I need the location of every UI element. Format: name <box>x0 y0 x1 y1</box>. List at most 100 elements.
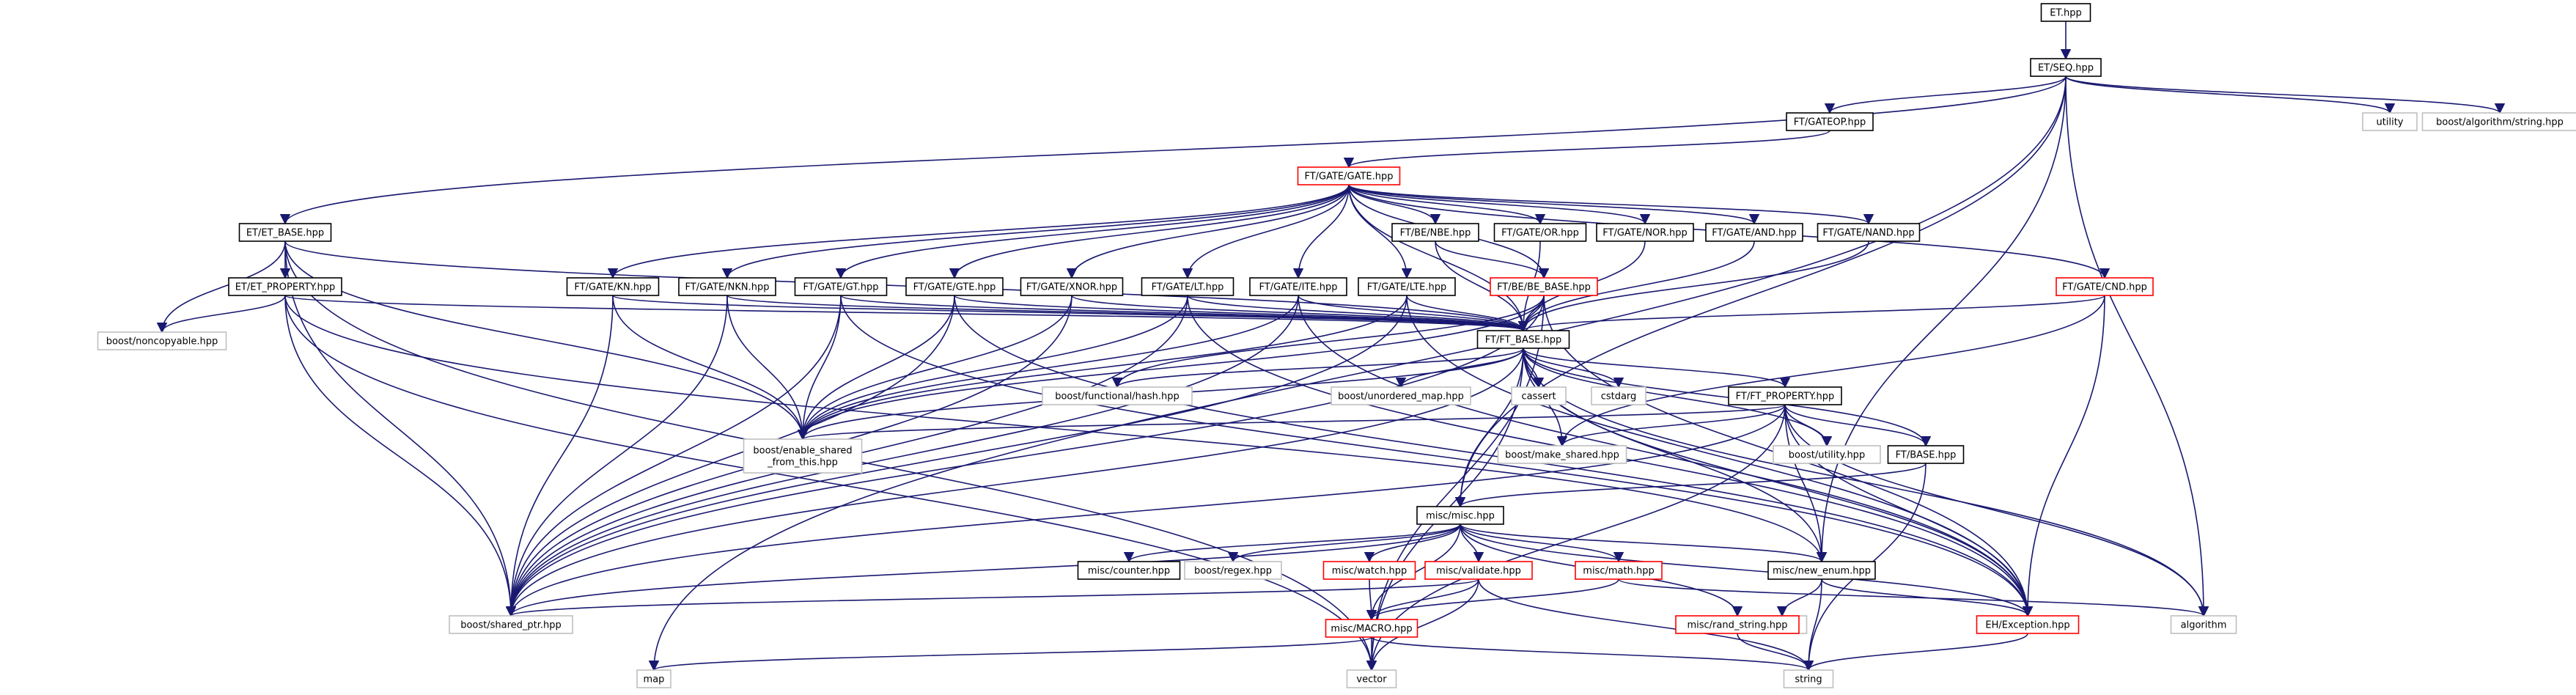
node-gate[interactable]: FT/GATE/GATE.hpp <box>1297 166 1401 185</box>
edge-seq-to-new_enum <box>1816 76 2067 563</box>
node-lte[interactable]: FT/GATE/LTE.hpp <box>1358 277 1456 296</box>
edge-ft_base-to-ft_prop <box>1523 348 1791 389</box>
node-xnor[interactable]: FT/GATE/XNOR.hpp <box>1020 277 1124 296</box>
node-cstdarg: cstdarg <box>1591 386 1646 405</box>
node-or[interactable]: FT/GATE/OR.hpp <box>1493 223 1587 242</box>
node-label: EH/Exception.hpp <box>1985 620 2069 631</box>
node-label: FT/GATE/GT.hpp <box>803 282 879 293</box>
node-map: map <box>636 669 671 688</box>
node-label: misc/math.hpp <box>1583 566 1654 577</box>
node-box <box>1575 561 1663 580</box>
edge-seq-to-gateop <box>1824 76 2067 114</box>
node-kn[interactable]: FT/GATE/KN.hpp <box>566 277 660 296</box>
node-shared-ptr: boost/shared_ptr.hpp <box>449 615 573 634</box>
edge-seq-to-misc <box>1454 76 2067 508</box>
edge-et_base-to-noncopyable <box>156 240 286 334</box>
node-b-utility: boost/utility.hpp <box>1773 445 1881 464</box>
node-label: FT/BASE.hpp <box>1896 450 1957 461</box>
node-seq[interactable]: ET/SEQ.hpp <box>2030 58 2102 77</box>
edge-ft_base-to-misc <box>1454 348 1524 508</box>
node-gte[interactable]: FT/GATE/GTE.hpp <box>905 277 1004 296</box>
edge-gate-to-and <box>1348 184 1759 225</box>
node-label: ET.hpp <box>2050 8 2082 19</box>
node-exception[interactable]: EH/Exception.hpp <box>1976 615 2080 634</box>
edge-ite-to-shared_ptr <box>505 295 1299 617</box>
node-box <box>1497 445 1627 464</box>
node-label: FT/GATE/CND.hpp <box>2062 282 2147 293</box>
node-be-base[interactable]: FT/BE/BE_BASE.hpp <box>1490 277 1598 296</box>
edge-ft_prop-to-shared_ptr <box>505 404 1786 617</box>
node-enable-shared: boost/enable_shared_from_this.hpp <box>743 438 863 474</box>
node-box <box>2040 3 2091 22</box>
node-and[interactable]: FT/GATE/AND.hpp <box>1705 223 1803 242</box>
node-nand[interactable]: FT/GATE/NAND.hpp <box>1817 223 1921 242</box>
node-string: string <box>1783 669 1834 688</box>
node-ite[interactable]: FT/GATE/ITE.hpp <box>1249 277 1347 296</box>
node-label: cassert <box>1521 391 1556 402</box>
node-ft-basehpp[interactable]: FT/BASE.hpp <box>1887 445 1965 464</box>
edge-et_prop-to-shared_ptr <box>284 295 517 617</box>
node-box <box>228 277 342 296</box>
node-ft-prop[interactable]: FT/FT_PROPERTY.hpp <box>1728 386 1842 405</box>
node-box <box>1042 386 1193 405</box>
node-et-hpp[interactable]: ET.hpp <box>2040 3 2091 22</box>
node-gateop[interactable]: FT/GATEOP.hpp <box>1786 112 1874 131</box>
node-macro[interactable]: misc/MACRO.hpp <box>1325 619 1418 638</box>
node-algorithm: algorithm <box>2170 615 2237 634</box>
node-math[interactable]: misc/math.hpp <box>1575 561 1663 580</box>
edge-gate-to-xnor <box>1066 184 1350 279</box>
node-new-enum[interactable]: misc/new_enum.hpp <box>1767 561 1876 580</box>
node-box <box>1020 277 1124 296</box>
edge-gate-to-or <box>1348 184 1546 225</box>
node-lt[interactable]: FT/GATE/LT.hpp <box>1141 277 1234 296</box>
node-label: misc/counter.hpp <box>1088 566 1170 577</box>
node-validate[interactable]: misc/validate.hpp <box>1424 561 1533 580</box>
edge-lt-to-ft_base <box>1187 295 1528 332</box>
edge-gate-to-gt <box>835 184 1350 279</box>
node-counter[interactable]: misc/counter.hpp <box>1077 561 1181 580</box>
node-nor[interactable]: FT/GATE/NOR.hpp <box>1596 223 1694 242</box>
node-box <box>1817 223 1921 242</box>
node-label: FT/GATE/XNOR.hpp <box>1026 282 1117 293</box>
edge-ft_prop-to-new_enum <box>1784 404 1828 563</box>
edge-xnor-to-enable_shared <box>797 295 1072 441</box>
node-label: misc/misc.hpp <box>1426 511 1495 522</box>
edge-math-to-macro <box>1366 578 1619 621</box>
node-misc[interactable]: misc/misc.hpp <box>1416 506 1504 525</box>
node-box <box>1184 561 1282 580</box>
edge-math-to-algorithm <box>1618 578 2209 617</box>
edge-rand_string-to-string <box>1737 633 1814 672</box>
node-cnd[interactable]: FT/GATE/CND.hpp <box>2056 277 2154 296</box>
node-nbe[interactable]: FT/BE/NBE.hpp <box>1391 223 1479 242</box>
edge-seq-to-algorithm <box>2065 76 2209 617</box>
node-et-prop[interactable]: ET/ET_PROPERTY.hpp <box>228 277 342 296</box>
node-label: utility <box>2377 117 2404 128</box>
node-label: FT/GATE/LT.hpp <box>1152 282 1224 293</box>
node-et-base[interactable]: ET/ET_BASE.hpp <box>238 223 332 242</box>
edge-nand-to-ft_base <box>1517 240 1869 332</box>
node-box <box>1511 386 1567 405</box>
node-box <box>1424 561 1533 580</box>
edge-ft_prop-to-ft_basehpp <box>1784 404 1932 447</box>
node-label: FT/BE/NBE.hpp <box>1400 228 1471 239</box>
node-label: boost/unordered_map.hpp <box>1338 391 1464 402</box>
node-box <box>1767 561 1876 580</box>
edge-validate-to-string <box>1478 578 1814 672</box>
node-gt[interactable]: FT/GATE/GT.hpp <box>794 277 888 296</box>
node-box <box>238 223 332 242</box>
edge-ite-to-ft_base <box>1298 295 1529 332</box>
node-box <box>97 331 227 350</box>
edge-misc-to-watch <box>1364 523 1461 563</box>
node-watch[interactable]: misc/watch.hpp <box>1322 561 1416 580</box>
node-box <box>1728 386 1842 405</box>
node-nkn[interactable]: FT/GATE/NKN.hpp <box>678 277 776 296</box>
node-label: ET/ET_PROPERTY.hpp <box>235 282 336 293</box>
node-label: FT/GATE/ITE.hpp <box>1259 282 1338 293</box>
edge-gate-to-gte <box>949 184 1350 279</box>
node-rand-string[interactable]: misc/rand_string.hpp <box>1675 615 1800 634</box>
node-box <box>2030 58 2102 77</box>
edge-be_base-to-enable_shared <box>797 295 1545 441</box>
node-label: boost/utility.hpp <box>1789 450 1865 461</box>
node-ft-base[interactable]: FT/FT_BASE.hpp <box>1476 330 1570 349</box>
